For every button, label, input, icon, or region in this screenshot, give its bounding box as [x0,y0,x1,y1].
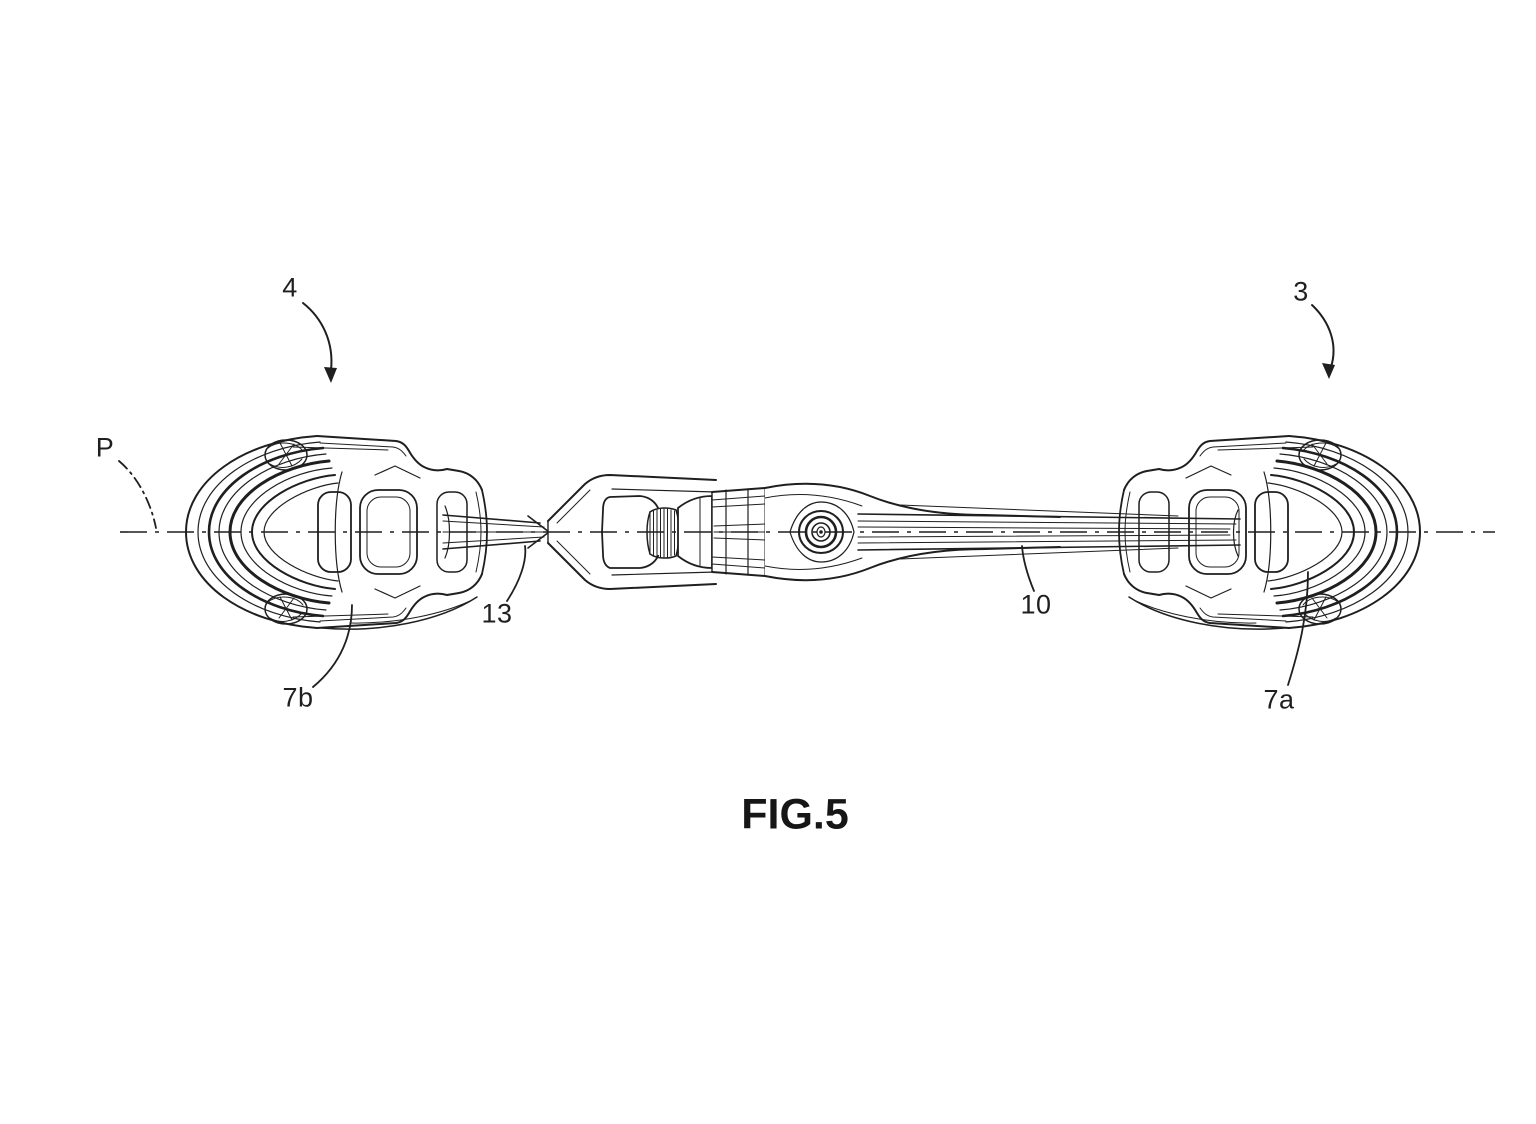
knurled-ring [646,507,680,559]
right-connecting-rod [857,504,1241,560]
leader-7b [312,604,353,688]
leader-10 [1021,545,1035,592]
leader-arrow-3 [1311,304,1335,379]
ref-label-axis-plane: P [95,432,115,463]
leader-lines [118,302,1335,688]
leader-arrow-4 [302,302,337,383]
leader-p [118,460,157,529]
leader-13 [506,545,527,602]
ref-label-right-assembly: 3 [1293,276,1309,307]
ref-label-left-skirt: 7b [282,682,314,713]
ref-label-right-rod: 10 [1020,589,1052,620]
pivot-eyelet [789,501,855,563]
figure-caption: FIG.5 [741,790,849,839]
ref-label-left-rod: 13 [481,598,513,629]
leader-7a [1287,571,1309,686]
ref-label-left-assembly: 4 [282,272,298,303]
ref-label-right-skirt: 7a [1263,684,1295,715]
